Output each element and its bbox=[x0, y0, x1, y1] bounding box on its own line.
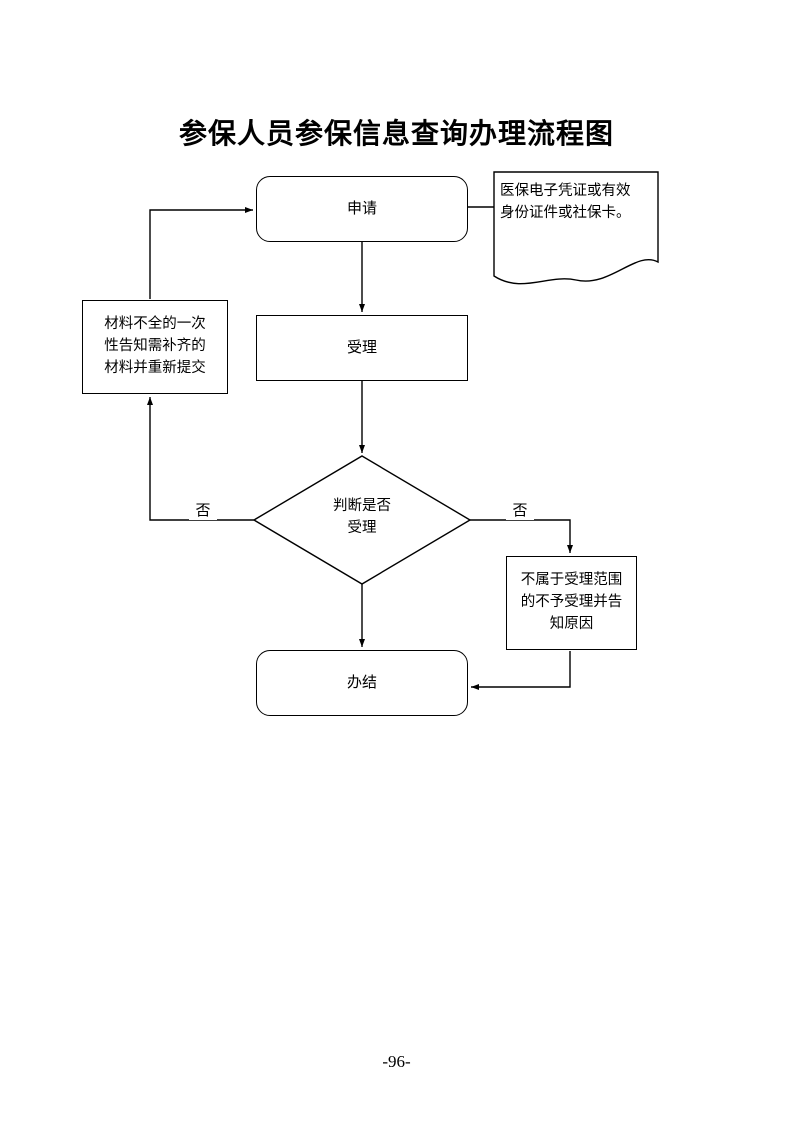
reject-notice-box: 不属于受理范围 的不予受理并告 知原因 bbox=[506, 556, 637, 650]
document-shape bbox=[493, 171, 659, 285]
apply-node: 申请 bbox=[256, 176, 468, 242]
done-label: 办结 bbox=[346, 674, 377, 691]
accept-node: 受理 bbox=[256, 315, 468, 381]
branch-label-no-right: 否 bbox=[506, 499, 534, 520]
page-number: -96- bbox=[382, 1052, 411, 1071]
decision-diamond bbox=[252, 455, 472, 585]
apply-label: 申请 bbox=[346, 200, 377, 217]
page-title: 参保人员参保信息查询办理流程图 bbox=[178, 119, 614, 150]
connector-incomplete-to-apply bbox=[149, 207, 253, 299]
accept-label: 受理 bbox=[346, 339, 377, 356]
connector-decision-no-to-reject bbox=[470, 519, 573, 553]
done-node: 办结 bbox=[256, 650, 468, 716]
decision-label: 判断是否 受理 bbox=[333, 498, 391, 536]
incomplete-notice-label: 材料不全的一次 性告知需补齐的 材料并重新提交 bbox=[104, 316, 206, 376]
connector-decision-no-to-incomplete bbox=[147, 397, 254, 521]
connector-reject-to-done bbox=[471, 651, 571, 690]
branch-label-no-left: 否 bbox=[189, 499, 217, 520]
incomplete-notice-box: 材料不全的一次 性告知需补齐的 材料并重新提交 bbox=[82, 300, 228, 394]
reject-notice-label: 不属于受理范围 的不予受理并告 知原因 bbox=[520, 572, 623, 632]
document-note-label: 医保电子凭证或有效 身份证件或社保卡。 bbox=[500, 183, 631, 221]
